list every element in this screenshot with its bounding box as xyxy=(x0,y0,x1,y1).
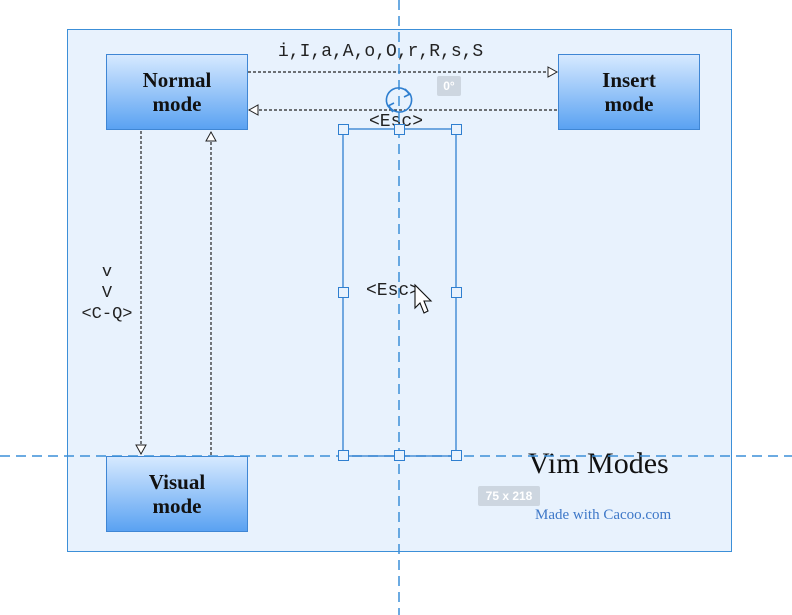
resize-handle-top-right[interactable] xyxy=(451,124,462,135)
node-normal-mode[interactable]: Normal mode xyxy=(106,54,248,130)
rotate-handle-icon[interactable] xyxy=(385,87,413,113)
made-with-credit[interactable]: Made with Cacoo.com xyxy=(535,507,672,523)
selected-text-box-label[interactable]: <Esc> xyxy=(366,281,421,301)
resize-handle-left[interactable] xyxy=(338,287,349,298)
cursor-arrow-icon xyxy=(414,283,433,314)
node-insert-mode[interactable]: Insert mode xyxy=(558,54,700,130)
diagram-title[interactable]: Vim Modes xyxy=(528,447,669,480)
resize-handle-bottom-left[interactable] xyxy=(338,450,349,461)
resize-handle-right[interactable] xyxy=(451,287,462,298)
resize-handle-bottom-right[interactable] xyxy=(451,450,462,461)
edge-label-insert-keys[interactable]: i,I,a,A,o,O,r,R,s,S xyxy=(278,42,484,62)
resize-handle-top[interactable] xyxy=(394,124,405,135)
resize-handle-bottom[interactable] xyxy=(394,450,405,461)
size-badge: 75 x 218 xyxy=(478,486,540,506)
edge-label-esc[interactable]: <Esc> xyxy=(369,112,424,132)
edge-label-visual-keys[interactable]: v V <C-Q> xyxy=(81,263,133,324)
resize-handle-top-left[interactable] xyxy=(338,124,349,135)
rotation-angle-badge: 0° xyxy=(437,76,461,96)
